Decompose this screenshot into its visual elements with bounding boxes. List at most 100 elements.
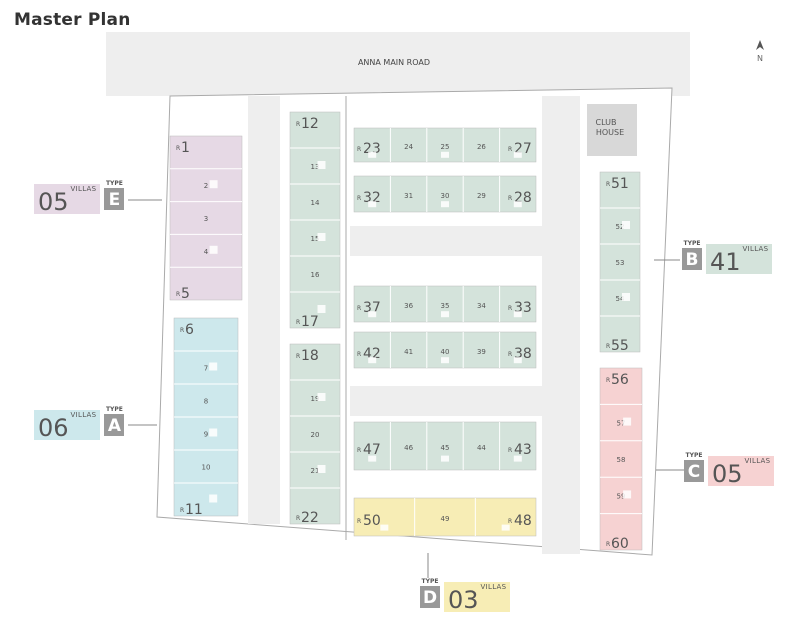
villa-block-C [599,367,643,551]
plot-prefix: R [180,327,184,334]
plot-number-large: 47 [363,442,381,458]
plot-number: 49 [441,515,450,523]
plot-prefix: R [357,518,361,525]
house-footprint [380,524,389,531]
plot-prefix: R [606,377,610,384]
plot-number-large: 22 [301,510,319,526]
plot-number-large: 50 [363,513,381,529]
club-house-label: HOUSE [596,128,624,137]
plot-number: 46 [404,444,413,452]
plot-number: 8 [204,398,208,406]
plot-number: 29 [477,192,486,200]
house-footprint [623,417,632,426]
plot-number: 59 [617,492,626,500]
plot-number-large: 56 [611,372,629,388]
house-footprint [368,151,377,158]
house-footprint [513,357,522,364]
plot-number: 4 [204,248,209,256]
plot-number: 9 [204,431,208,439]
plot-number: 34 [477,302,486,310]
house-footprint [368,201,377,208]
house-footprint [317,465,326,473]
plot-number: 19 [311,395,320,403]
villa-count-number: 06 [38,414,69,442]
plot-prefix: R [296,121,300,128]
club-house [587,104,637,156]
plot-prefix: R [296,319,300,326]
house-footprint [209,362,218,371]
plot-number-large: 43 [514,442,532,458]
plot-number-large: 12 [301,116,319,132]
plot-number-large: 17 [301,314,319,330]
plot-number: 58 [617,456,626,464]
plot-number-large: 23 [363,141,381,157]
type-word: TYPE [421,578,439,585]
internal-road [350,386,542,416]
plot-number: 13 [311,163,320,171]
plot-number: 7 [204,365,208,373]
villa-block-E [169,135,243,301]
plot-number: 10 [202,464,211,472]
internal-road [350,226,542,256]
house-footprint [317,233,326,241]
type-badge: TYPE A [104,406,125,436]
plot-prefix: R [357,146,361,153]
villa-count-number: 05 [38,188,69,216]
type-word: TYPE [105,406,123,413]
plot-number-large: 37 [363,300,381,316]
type-letter: B [685,250,699,270]
plot-number-large: 6 [185,322,194,338]
plot-number-large: 18 [301,348,319,364]
plot-number: 41 [404,348,413,356]
type-letter: D [422,588,438,608]
plot-prefix: R [296,515,300,522]
plot-prefix: R [606,343,610,350]
plot-number-large: 1 [181,140,190,156]
plot-number: 24 [404,143,413,151]
villa-word: VILLAS [70,185,97,193]
type-letter: E [108,190,121,210]
plot-number-large: 60 [611,536,629,552]
house-footprint [209,428,218,437]
house-footprint [209,494,218,503]
plot-number: 44 [477,444,486,452]
house-footprint [513,151,522,158]
plot-number: 39 [477,348,486,356]
plot-prefix: R [357,195,361,202]
plot-prefix: R [176,291,180,298]
plot-number: 15 [311,235,320,243]
plot-prefix: R [508,146,512,153]
internal-road [542,96,580,554]
plot-prefix: R [176,145,180,152]
house-footprint [441,357,449,364]
house-footprint [441,311,449,318]
plot-prefix: R [357,305,361,312]
villa-block-B_col2 [289,343,341,525]
plot-number: 26 [477,143,486,151]
house-footprint [513,201,522,208]
plot-prefix: R [508,351,512,358]
plot-number: 3 [204,215,208,223]
house-footprint [317,393,326,401]
internal-road [248,96,280,524]
plot-number: 45 [441,444,450,452]
north-label: N [757,54,763,63]
type-letter: C [687,462,701,482]
plot-prefix: R [357,447,361,454]
plot-number: 36 [404,302,413,310]
house-footprint [622,293,630,301]
house-footprint [622,221,630,229]
type-letter: A [107,416,121,436]
